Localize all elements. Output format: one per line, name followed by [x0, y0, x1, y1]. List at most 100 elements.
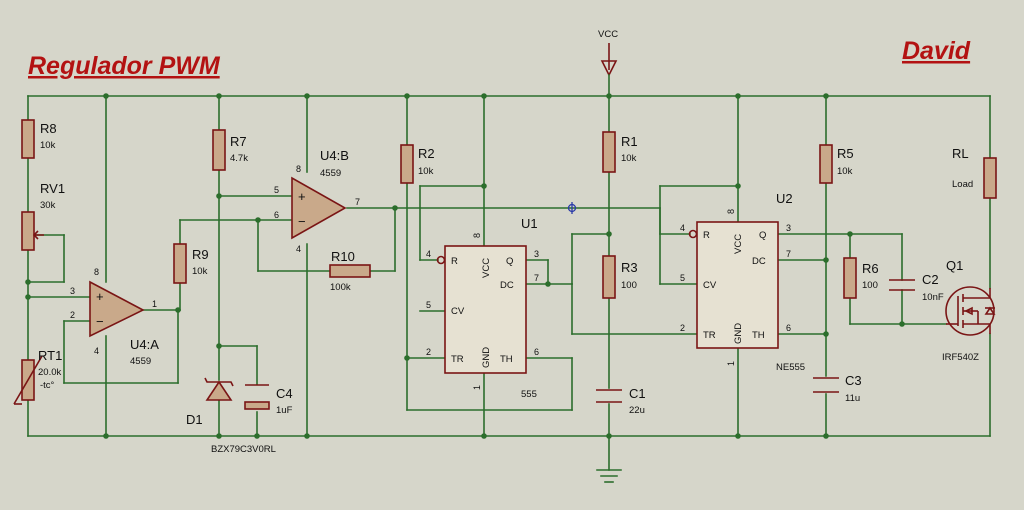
svg-text:TH: TH — [752, 330, 765, 341]
svg-text:3: 3 — [786, 223, 791, 233]
vcc-terminal: VCC — [598, 29, 618, 77]
svg-text:100: 100 — [862, 280, 878, 291]
svg-text:−: − — [298, 214, 306, 229]
svg-text:GND: GND — [481, 347, 492, 368]
svg-text:−: − — [96, 314, 104, 329]
svg-text:RV1: RV1 — [40, 181, 65, 196]
svg-text:TR: TR — [703, 330, 716, 341]
svg-text:+: + — [298, 189, 306, 204]
svg-text:R2: R2 — [418, 146, 435, 161]
svg-text:U2: U2 — [776, 191, 793, 206]
svg-text:NE555: NE555 — [776, 362, 805, 373]
svg-text:22u: 22u — [629, 405, 645, 416]
svg-text:10k: 10k — [418, 166, 434, 177]
thermistor-rt1: RT1 20.0k -tc° — [13, 348, 62, 405]
svg-text:3: 3 — [70, 286, 75, 296]
capacitor-c2: C2 10nF — [889, 272, 944, 303]
svg-text:U1: U1 — [521, 216, 538, 231]
svg-text:6: 6 — [534, 347, 539, 357]
svg-text:R: R — [451, 256, 458, 267]
timer-u2: R CV TR Q DC TH VCC GND 4 5 2 3 7 6 8 1 … — [680, 191, 805, 373]
svg-text:1uF: 1uF — [276, 405, 293, 416]
svg-text:TH: TH — [500, 354, 513, 365]
svg-text:2: 2 — [70, 310, 75, 320]
opamp-u4a: + − 3 2 1 8 4 U4:A 4559 — [70, 267, 159, 367]
svg-text:VCC: VCC — [481, 258, 492, 278]
svg-text:DC: DC — [500, 280, 514, 291]
svg-text:C1: C1 — [629, 386, 646, 401]
svg-text:3: 3 — [534, 249, 539, 259]
svg-text:Load: Load — [952, 179, 973, 190]
svg-text:BZX79C3V0RL: BZX79C3V0RL — [211, 444, 276, 455]
svg-text:11u: 11u — [845, 393, 860, 404]
svg-text:5: 5 — [680, 273, 685, 283]
title: Regulador PWM — [28, 52, 221, 80]
svg-text:U4:A: U4:A — [130, 337, 159, 352]
resistor-r6: R6 100 — [843, 257, 879, 299]
svg-text:2: 2 — [680, 323, 685, 333]
capacitor-c4: C4 1uF — [244, 384, 293, 416]
mosfet-q1: Q1 IRF540Z — [942, 258, 996, 363]
svg-text:Q1: Q1 — [946, 258, 963, 273]
svg-text:+: + — [96, 289, 104, 304]
svg-text:4: 4 — [680, 223, 685, 233]
svg-text:Q: Q — [506, 256, 513, 267]
resistor-r2: R2 10k — [400, 144, 435, 184]
svg-text:IRF540Z: IRF540Z — [942, 352, 979, 363]
svg-text:-tc°: -tc° — [40, 380, 55, 391]
svg-text:R5: R5 — [837, 146, 854, 161]
svg-text:R10: R10 — [331, 249, 355, 264]
svg-text:555: 555 — [521, 389, 537, 400]
svg-text:R7: R7 — [230, 134, 247, 149]
svg-text:10nF: 10nF — [922, 292, 944, 303]
svg-text:4: 4 — [296, 244, 301, 254]
svg-text:100: 100 — [621, 280, 637, 291]
svg-text:20.0k: 20.0k — [38, 367, 61, 378]
svg-text:U4:B: U4:B — [320, 148, 349, 163]
svg-text:10k: 10k — [621, 153, 637, 164]
svg-text:C2: C2 — [922, 272, 939, 287]
svg-text:VCC: VCC — [733, 234, 744, 254]
resistor-r1: R1 10k — [602, 131, 638, 173]
resistor-r9: R9 10k — [173, 243, 209, 284]
svg-text:R1: R1 — [621, 134, 638, 149]
svg-text:R: R — [703, 230, 710, 241]
svg-text:R8: R8 — [40, 121, 57, 136]
zener-diode-d1: D1 BZX79C3V0RL — [186, 377, 276, 455]
svg-text:10k: 10k — [837, 166, 853, 177]
svg-text:RT1: RT1 — [38, 348, 62, 363]
svg-text:1: 1 — [152, 299, 157, 309]
svg-text:GND: GND — [733, 323, 744, 344]
svg-text:8: 8 — [726, 209, 736, 214]
resistor-r8: R8 10k — [21, 119, 57, 159]
svg-text:C4: C4 — [276, 386, 293, 401]
resistor-r3: R3 100 — [602, 255, 638, 299]
capacitor-c3: C3 11u — [813, 373, 862, 404]
resistor-rl: RL Load — [952, 146, 997, 199]
resistor-r10: R10 100k — [329, 249, 371, 293]
svg-text:4.7k: 4.7k — [230, 153, 248, 164]
vcc-label: VCC — [598, 29, 618, 40]
svg-text:8: 8 — [472, 233, 482, 238]
svg-text:5: 5 — [426, 300, 431, 310]
svg-text:Q: Q — [759, 230, 766, 241]
svg-text:D1: D1 — [186, 412, 203, 427]
svg-text:8: 8 — [94, 267, 99, 277]
svg-text:R9: R9 — [192, 247, 209, 262]
svg-text:CV: CV — [451, 306, 465, 317]
capacitor-c1: C1 22u — [596, 386, 646, 416]
svg-text:DC: DC — [752, 256, 766, 267]
svg-text:7: 7 — [786, 249, 791, 259]
resistor-r5: R5 10k — [819, 144, 854, 184]
timer-u1: R CV TR Q DC TH VCC GND 4 5 2 3 7 6 8 1 … — [426, 216, 539, 400]
svg-text:6: 6 — [786, 323, 791, 333]
author: David — [902, 37, 971, 65]
svg-text:R6: R6 — [862, 261, 879, 276]
resistor-r7: R7 4.7k — [212, 129, 248, 171]
svg-text:7: 7 — [355, 197, 360, 207]
opamp-u4b: + − 5 6 7 8 4 U4:B 4559 — [274, 148, 360, 254]
svg-text:30k: 30k — [40, 200, 56, 211]
svg-text:4559: 4559 — [130, 356, 151, 367]
svg-text:CV: CV — [703, 280, 717, 291]
